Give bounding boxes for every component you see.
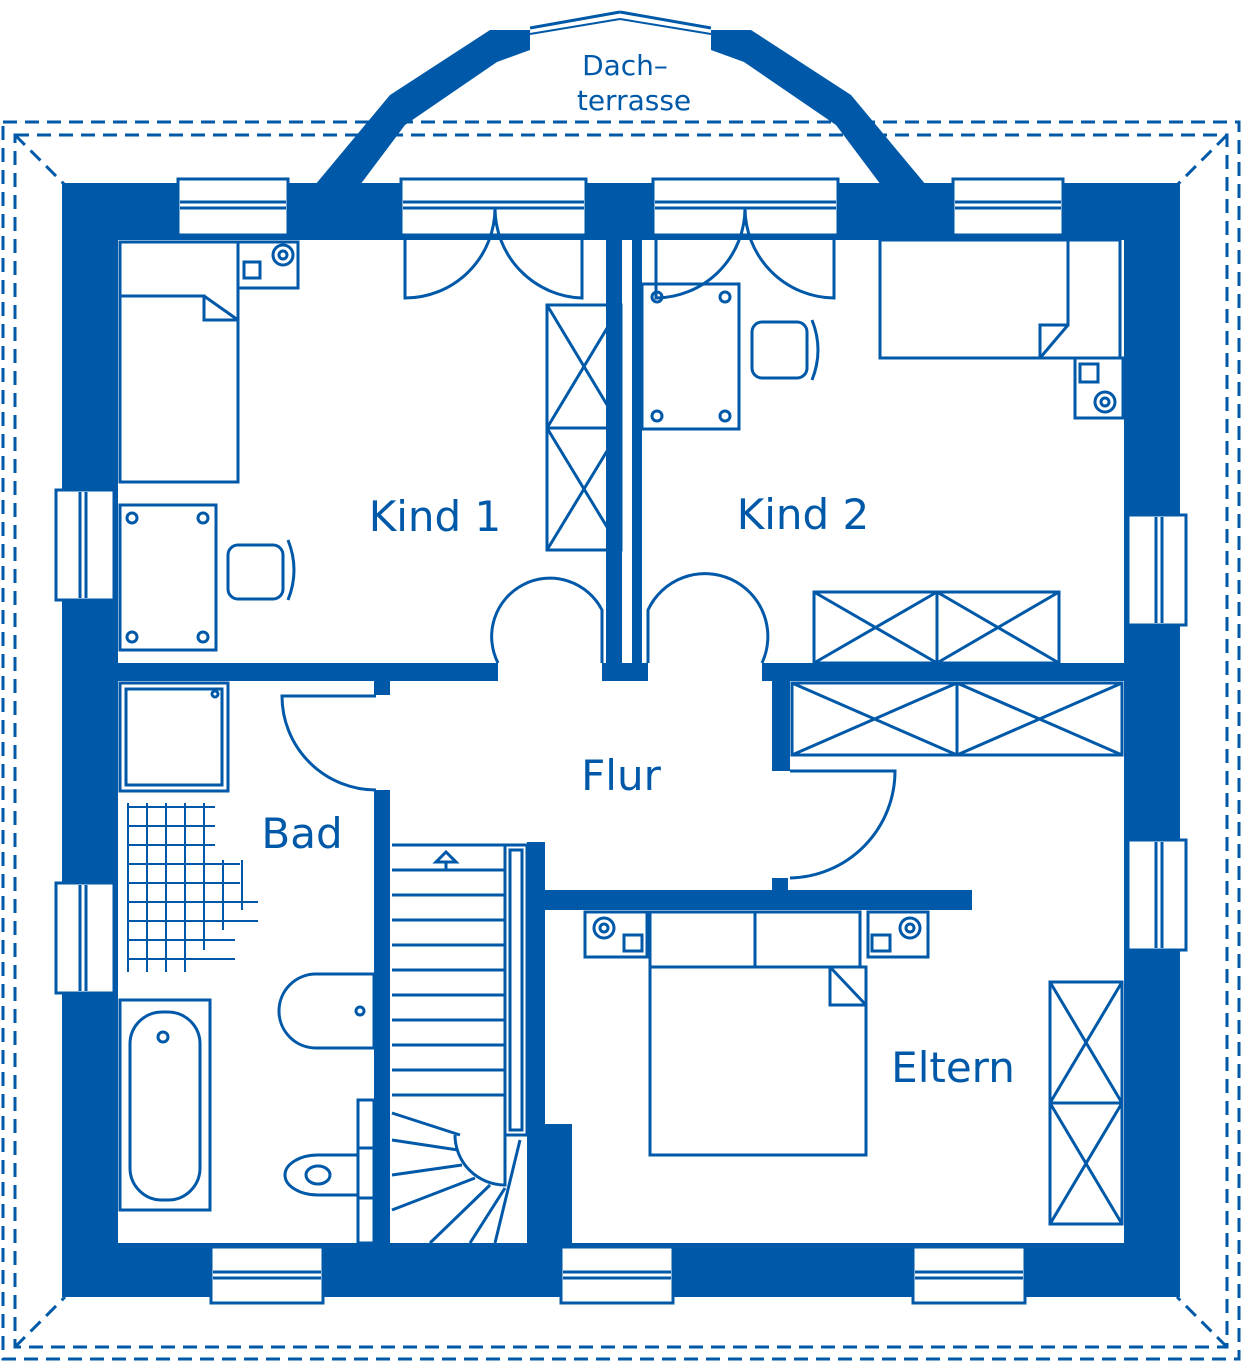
terrace-label-line2: terrasse [577, 84, 691, 117]
interior-walls [118, 240, 1124, 1243]
room-label-eltern: Eltern [891, 1043, 1015, 1092]
bathroom-tiles [127, 803, 258, 972]
terrace-label-line1: Dach– [582, 49, 668, 82]
room-label-flur: Flur [581, 751, 661, 800]
room-label-kind2: Kind 2 [737, 490, 870, 539]
room-labels: Kind 1 Kind 2 Flur Bad Eltern Dach– terr… [261, 49, 1014, 1092]
roof-outline [1, 120, 1241, 1361]
roof-terrace [315, 10, 926, 185]
room-label-bad: Bad [261, 809, 342, 858]
furniture [118, 207, 1125, 1245]
room-label-kind1: Kind 1 [369, 492, 502, 541]
